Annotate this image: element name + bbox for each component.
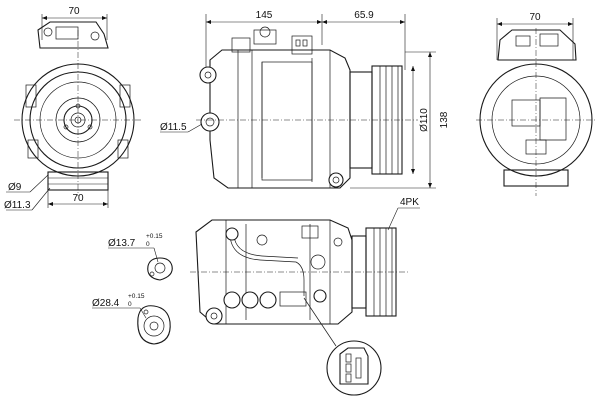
top-view: 4PK: [190, 197, 420, 325]
dim-hole-small: Ø9: [8, 182, 22, 193]
dim-rear-width: 70: [529, 12, 541, 23]
dim-port-large-tol: +0.15: [128, 293, 145, 300]
dim-port-small-dia: Ø13.7: [108, 238, 136, 249]
dim-side-length: 145: [256, 10, 273, 21]
dim-height: 138: [439, 111, 450, 128]
label-belt-type: 4PK: [400, 197, 419, 208]
connector-detail: [303, 297, 382, 396]
dim-side-hole: Ø11.5: [160, 122, 187, 133]
dim-port-small-tol2: 0: [146, 241, 150, 248]
dim-port-large-dia: Ø28.4: [92, 298, 120, 309]
dim-pulley-dia: Ø110: [419, 108, 430, 132]
front-view: 70 70: [4, 6, 142, 211]
dim-front-width-top: 70: [68, 6, 80, 17]
dim-port-large-tol2: 0: [128, 301, 132, 308]
rear-view: 70: [476, 12, 596, 196]
dim-hole-mount: Ø11.3: [4, 200, 31, 211]
port-detail-large: Ø28.4 +0.15 0: [92, 293, 171, 345]
dim-port-small-tol: +0.15: [146, 233, 163, 240]
dim-pulley-offset: 65.9: [354, 10, 374, 21]
dim-front-width-bottom: 70: [72, 193, 84, 204]
side-view: 145 65.9 Ø11.5: [160, 10, 450, 189]
port-detail-small: Ø13.7 +0.15 0: [108, 233, 173, 281]
